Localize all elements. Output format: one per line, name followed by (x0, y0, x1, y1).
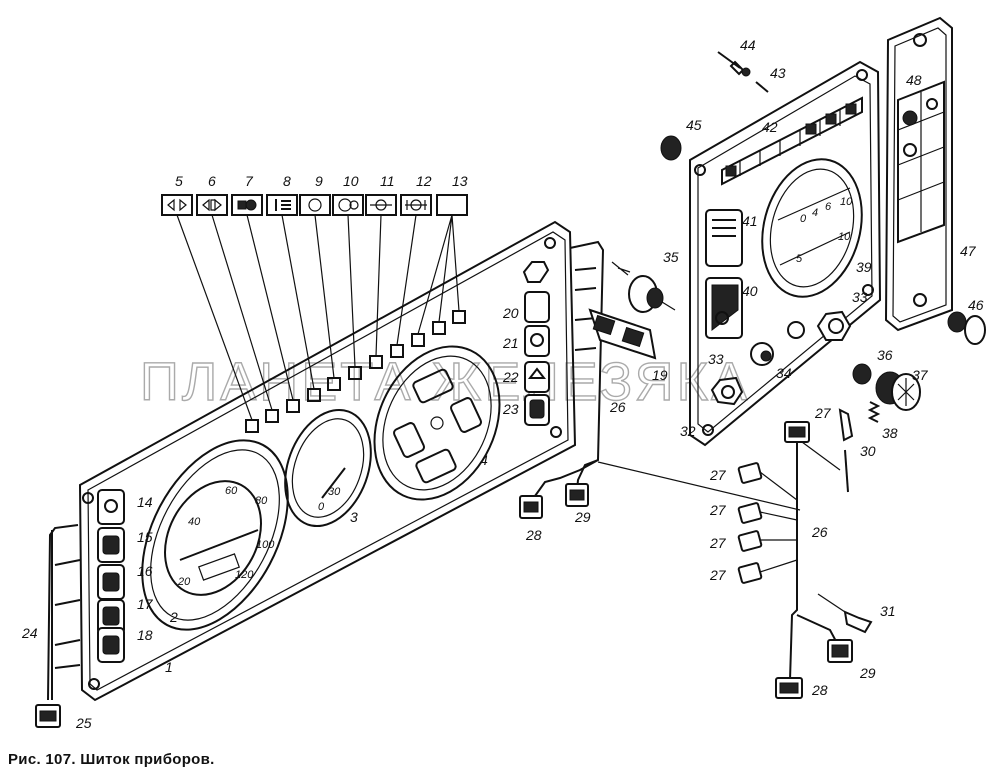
part-label-2: 2 (169, 609, 178, 625)
lens-9 (299, 194, 331, 216)
part-label-27: 27 (709, 502, 727, 518)
part-label-20: 20 (502, 305, 519, 321)
part-label-7: 7 (245, 173, 254, 189)
gauge39-6: 6 (825, 201, 832, 213)
part-label-19: 19 (652, 367, 668, 383)
part-label-29: 29 (574, 509, 591, 525)
part-label-17: 17 (137, 596, 154, 612)
part-label-26: 26 (609, 399, 626, 415)
part-label-18: 18 (137, 627, 153, 643)
part-label-5: 5 (175, 173, 183, 189)
part-label-24: 24 (21, 625, 38, 641)
right-panel-42: 0 4 6 10 5 10 (689, 60, 882, 447)
lens-6 (196, 194, 228, 216)
part-label-8: 8 (283, 173, 291, 189)
part-label-25: 25 (75, 715, 92, 731)
speedo-scale-80: 80 (255, 495, 268, 507)
gauge39-0: 0 (800, 213, 807, 225)
part-label-27: 27 (709, 535, 727, 551)
lens-13 (436, 194, 468, 216)
part-label-37: 37 (912, 367, 929, 383)
speedometer: 20 40 60 80 100 120 (141, 439, 289, 631)
speedo-scale-60: 60 (225, 485, 238, 497)
part-label-30: 30 (860, 443, 876, 459)
part-label-36: 36 (877, 347, 893, 363)
gauge39-4: 4 (812, 207, 818, 219)
wire-harness-26b (737, 421, 853, 699)
part-label-12: 12 (416, 173, 432, 189)
indicator-lenses (161, 194, 468, 421)
part-label-23: 23 (502, 401, 519, 417)
cover-plate-47 (884, 16, 953, 332)
part-label-39: 39 (856, 259, 872, 275)
part-label-15: 15 (137, 529, 153, 545)
part-label-38: 38 (882, 425, 898, 441)
part-label-41: 41 (742, 213, 758, 229)
gauge-4 (373, 345, 501, 501)
gauge39-b10: 10 (838, 231, 851, 243)
speedo-scale-40: 40 (188, 516, 201, 528)
part-label-14: 14 (137, 494, 153, 510)
gauge39-b5: 5 (796, 253, 803, 265)
part-label-28: 28 (811, 682, 828, 698)
part-label-35: 35 (663, 249, 679, 265)
lamp-socket-35 (611, 261, 676, 313)
part-label-31: 31 (880, 603, 896, 619)
part-label-32: 32 (680, 423, 696, 439)
small-parts (660, 51, 986, 634)
switch-19 (588, 308, 657, 360)
part-label-29: 29 (859, 665, 876, 681)
main-panel (35, 220, 577, 728)
speedo-scale-120: 120 (235, 569, 254, 581)
part-label-4: 4 (480, 452, 488, 468)
part-label-10: 10 (343, 173, 359, 189)
right-switches (522, 261, 550, 426)
part-label-27: 27 (709, 567, 727, 583)
part-label-34: 34 (776, 365, 792, 381)
gauge-3: 30 0 (284, 408, 372, 528)
part-label-6: 6 (208, 173, 216, 189)
gauge3-scale-0: 0 (318, 501, 325, 513)
part-label-43: 43 (770, 65, 786, 81)
watermark: ПЛАНЕТА ЖЕЛЕЗЯКА (140, 352, 750, 412)
left-switches (97, 489, 125, 663)
part-label-11: 11 (380, 173, 395, 189)
figure-caption: Рис. 107. Шиток приборов. (8, 751, 215, 768)
part-label-44: 44 (740, 37, 756, 53)
part-label-22: 22 (502, 369, 519, 385)
part-label-26: 26 (811, 524, 828, 540)
part-label-45: 45 (686, 117, 702, 133)
part-label-42: 42 (762, 119, 778, 135)
lens-5 (161, 194, 193, 216)
part-label-1: 1 (165, 659, 173, 675)
part-label-28: 28 (525, 527, 542, 543)
part-label-27: 27 (709, 467, 727, 483)
part-label-47: 47 (960, 243, 977, 259)
part-label-13: 13 (452, 173, 468, 189)
gauge39-10: 10 (840, 196, 853, 208)
part-label-9: 9 (315, 173, 323, 189)
part-label-46: 46 (968, 297, 984, 313)
part-label-27: 27 (814, 405, 832, 421)
part-label-3: 3 (350, 509, 358, 525)
gauge3-scale-30: 30 (328, 486, 341, 498)
part-label-21: 21 (502, 335, 519, 351)
speedo-scale-100: 100 (256, 539, 275, 551)
part-label-33: 33 (708, 351, 724, 367)
part-label-40: 40 (742, 283, 758, 299)
speedo-scale-20: 20 (177, 576, 191, 588)
wire-loom-26 (519, 240, 801, 519)
part-label-33: 33 (852, 289, 868, 305)
part-label-48: 48 (906, 72, 922, 88)
part-label-16: 16 (137, 563, 153, 579)
